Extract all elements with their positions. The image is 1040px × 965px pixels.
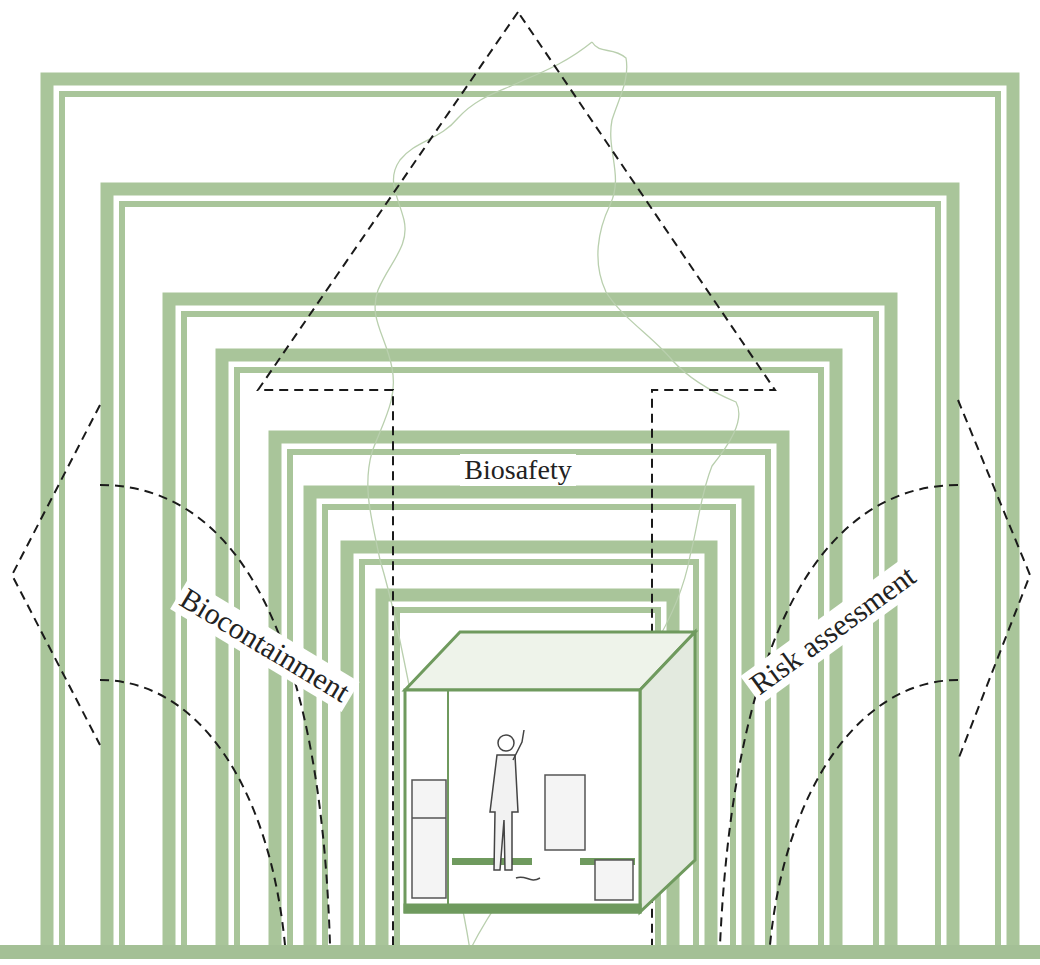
biosafety-outline	[258, 12, 775, 955]
frame-outer	[107, 189, 953, 948]
bench	[452, 858, 532, 865]
nested-frames	[47, 79, 1013, 948]
frame-outer	[347, 547, 711, 948]
floor	[405, 905, 640, 912]
heading-label: Biosafety	[460, 454, 575, 486]
region-label: Biocontainment	[171, 579, 360, 711]
risk-arc	[770, 680, 958, 945]
frame-outer	[169, 299, 891, 948]
frame-outer	[222, 355, 836, 948]
lab-side	[640, 632, 695, 912]
fridge-door	[412, 817, 446, 819]
dashed-outlines	[12, 12, 1030, 955]
frame-outer	[47, 79, 1013, 948]
lab-front	[405, 690, 640, 912]
person-arm	[513, 730, 524, 760]
frame-inner	[184, 314, 876, 948]
map-outline	[368, 42, 739, 950]
frame-inner	[325, 507, 733, 948]
ground-bar	[0, 945, 1040, 959]
frame-inner	[122, 204, 938, 948]
equipment	[595, 860, 633, 900]
lab-wall	[447, 690, 449, 905]
risk-arc	[720, 485, 958, 945]
biocontainment-outline	[12, 405, 100, 745]
person-head	[498, 735, 514, 751]
frame-inner	[62, 94, 998, 948]
laboratory	[405, 632, 695, 912]
cable	[516, 877, 540, 880]
risk-outline	[958, 400, 1030, 760]
biocontainment-arc	[100, 680, 285, 945]
frame-outer	[310, 492, 748, 948]
frame-inner	[362, 562, 696, 948]
cabinet	[545, 775, 585, 850]
biocontainment-arc	[100, 485, 330, 945]
person-body	[490, 755, 518, 870]
fridge	[412, 780, 446, 898]
